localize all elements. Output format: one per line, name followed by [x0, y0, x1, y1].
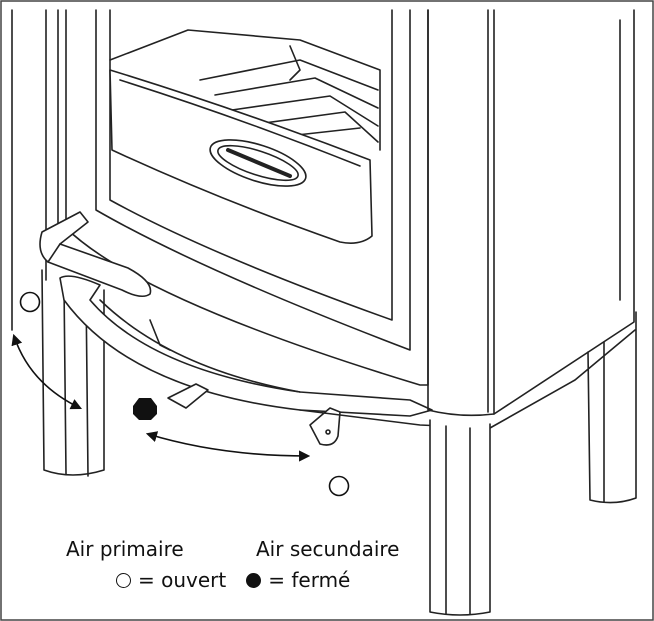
secondary-air-label: Air secundaire [256, 537, 400, 561]
curved-double-arrow-icon [145, 431, 311, 462]
open-circle-icon [19, 291, 41, 313]
center-front-leg [429, 419, 491, 616]
stove-right-panel [427, 9, 635, 417]
closed-legend-text: = fermé [268, 568, 351, 592]
brand-logo-badge [209, 139, 307, 187]
right-rear-leg [587, 311, 637, 504]
secondary-air-lever [309, 407, 341, 446]
primary-air-label: Air primaire [66, 537, 184, 561]
filled-circle-icon [133, 398, 157, 420]
firebox-grate [109, 29, 381, 151]
door-latch-handle [39, 211, 152, 298]
filled-circle-icon [246, 572, 262, 588]
legend: = ouvert = fermé [116, 570, 350, 590]
open-circle-icon [328, 475, 350, 497]
ash-tray [59, 275, 433, 417]
primary-air-lever [167, 383, 209, 409]
open-legend-text: = ouvert [138, 568, 227, 592]
open-circle-icon [116, 572, 131, 588]
curved-double-arrow-icon [11, 333, 83, 410]
